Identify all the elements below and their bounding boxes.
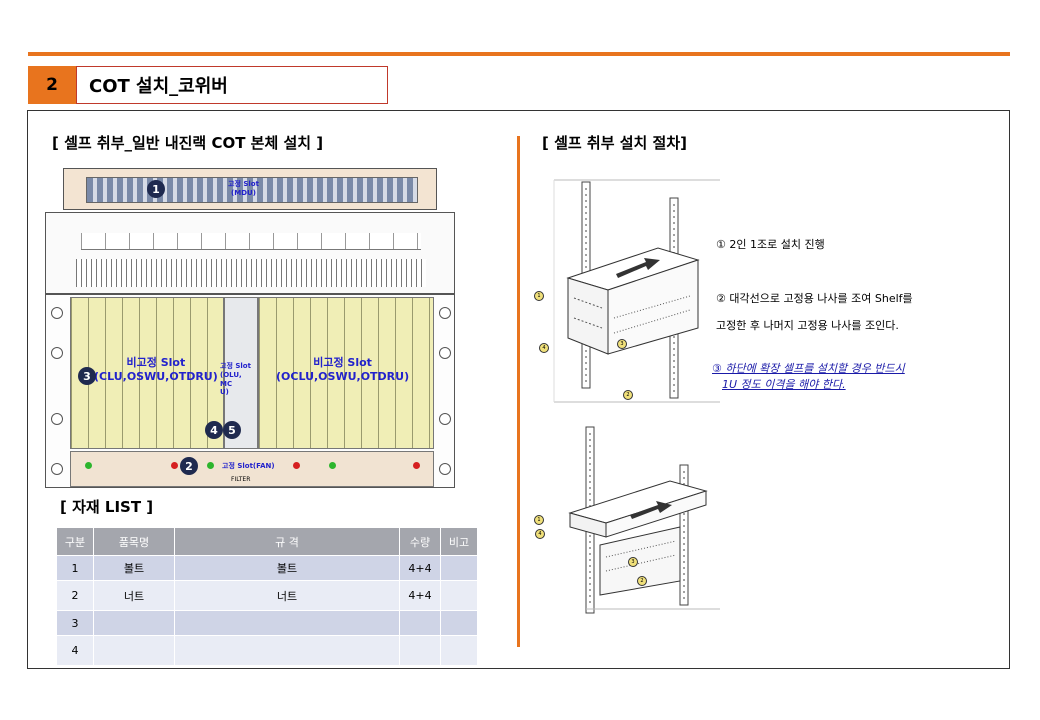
materials-table: 구분 품목명 규 격 수량 비고 1 볼트 볼트 4+4 2 너트 너트 4+4… [56, 527, 478, 666]
fan-led-green [207, 462, 214, 469]
fan-slot-label: 고정 Slot(FAN) [222, 462, 275, 470]
table-row: 1 볼트 볼트 4+4 [56, 555, 478, 581]
step-2-cont: 고정한 후 나머지 고정용 나사를 조인다. [716, 319, 899, 332]
table-cell: 너트 [93, 580, 175, 611]
badge-5: 5 [223, 421, 241, 439]
callout-2: 2 [623, 390, 633, 400]
mount-hole [51, 347, 63, 359]
mount-hole [51, 307, 63, 319]
fan-led-green [85, 462, 92, 469]
mount-hole [51, 413, 63, 425]
mid-slot-label: 고정 Slot (OLU, MC U) [220, 362, 251, 397]
filter-label: FILTER [231, 476, 251, 483]
table-cell: 4+4 [399, 580, 441, 611]
fan-led-red [293, 462, 300, 469]
top-accent-line [28, 52, 1010, 56]
section-title: COT 설치_코위버 [76, 66, 388, 104]
right-heading: [ 셀프 취부 설치 절차] [542, 134, 688, 152]
install-note-line1: ③ 하단에 확장 셀프를 설치할 경우 반드시 [712, 362, 905, 375]
callout-3: 3 [617, 339, 627, 349]
step-2: ② 대각선으로 고정용 나사를 조여 Shelf를 [716, 292, 913, 305]
section-number: 2 [28, 66, 76, 104]
table-row: 3 [56, 610, 478, 636]
materials-heading: [ 자재 LIST ] [60, 498, 154, 516]
table-cell: 볼트 [93, 555, 175, 581]
table-cell [174, 635, 400, 666]
callout-3: 3 [628, 557, 638, 567]
shelf-install-diagram-2 [568, 426, 720, 614]
right-slot-label: 비고정 Slot (OCLU,OSWU,OTDRU) [276, 356, 410, 383]
divider-line [517, 136, 520, 647]
left-heading: [ 셀프 취부_일반 내진랙 COT 본체 설치 ] [52, 134, 324, 152]
table-cell [93, 610, 175, 636]
mount-hole [439, 463, 451, 475]
left-slot-label: 비고정 Slot (CLU,OSWU,OTDRU) [94, 356, 218, 383]
table-cell [440, 555, 478, 581]
fan-led-green [329, 462, 336, 469]
table-cell: 볼트 [174, 555, 400, 581]
badge-2: 2 [180, 457, 198, 475]
mount-hole [51, 463, 63, 475]
cable-comb [81, 233, 421, 250]
mount-hole [439, 307, 451, 319]
callout-4: 4 [539, 343, 549, 353]
shelf-install-diagram-1 [553, 179, 720, 403]
callout-1: 1 [534, 515, 544, 525]
mount-hole [439, 347, 451, 359]
table-cell: 4 [56, 635, 94, 666]
table-cell [93, 635, 175, 666]
table-row: 4 [56, 635, 478, 666]
table-cell: 4+4 [399, 555, 441, 581]
column-header: 비고 [440, 527, 478, 556]
column-header: 규 격 [174, 527, 400, 556]
step-1: ① 2인 1조로 설치 진행 [716, 238, 825, 251]
table-cell [399, 635, 441, 666]
table-cell [399, 610, 441, 636]
right-card-slots [258, 297, 434, 449]
table-cell: 1 [56, 555, 94, 581]
mdu-panel [63, 168, 437, 210]
table-row: 2 너트 너트 4+4 [56, 580, 478, 611]
mdu-slot-label: 고정 Slot (MDU) [228, 180, 259, 197]
callout-2: 2 [637, 576, 647, 586]
fan-led-red [413, 462, 420, 469]
column-header: 구분 [56, 527, 94, 556]
badge-1: 1 [147, 180, 165, 198]
fan-tray: FILTER [70, 451, 434, 487]
cot-rack-diagram: FILTER [45, 168, 455, 488]
callout-1: 1 [534, 291, 544, 301]
table-cell: 3 [56, 610, 94, 636]
table-cell [440, 635, 478, 666]
column-header: 수량 [399, 527, 441, 556]
badge-4: 4 [205, 421, 223, 439]
mdu-ports [86, 177, 418, 203]
table-cell: 2 [56, 580, 94, 611]
table-cell: 너트 [174, 580, 400, 611]
column-header: 품목명 [93, 527, 175, 556]
cover-vent [76, 259, 426, 287]
callout-4: 4 [535, 529, 545, 539]
table-cell [440, 610, 478, 636]
rack-cover [45, 212, 455, 294]
content-frame [27, 110, 1010, 669]
table-cell [440, 580, 478, 611]
fan-led-red [171, 462, 178, 469]
mount-hole [439, 413, 451, 425]
table-cell [174, 610, 400, 636]
install-note-line2: 1U 정도 이격을 해야 한다. [722, 378, 846, 391]
badge-3: 3 [78, 367, 96, 385]
